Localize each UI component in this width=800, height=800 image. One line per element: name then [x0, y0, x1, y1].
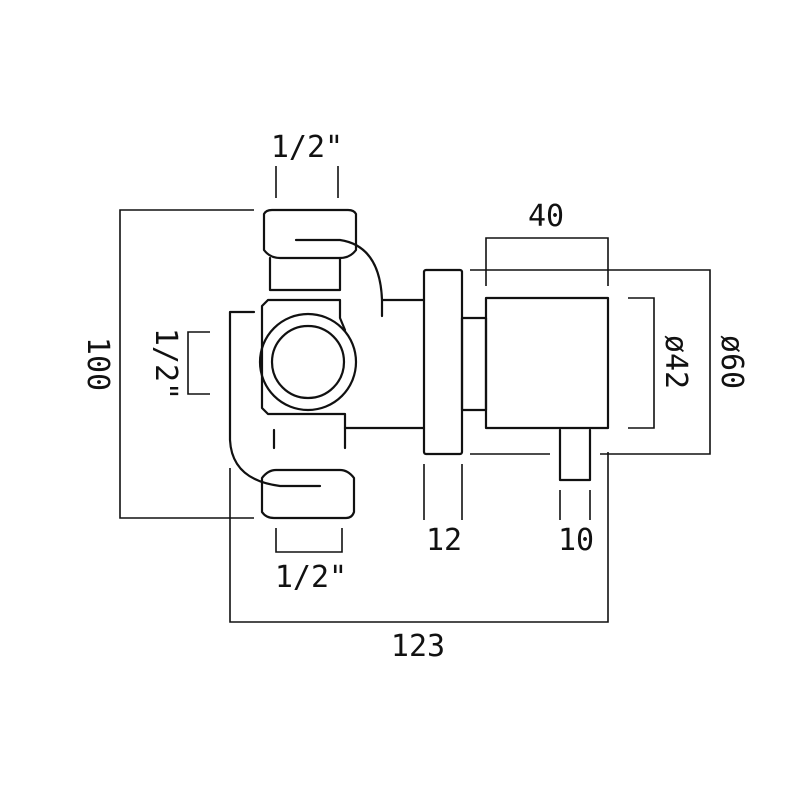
dim-bottom-inlet: [275, 528, 343, 553]
handle-assembly: [422, 268, 610, 482]
bottom-fitting: [260, 468, 356, 520]
label-backplate-depth: 12: [426, 523, 462, 558]
dim-backplate-diameter: [470, 269, 711, 455]
bottom-elbow-pipe: [228, 310, 322, 488]
backplate: [422, 268, 464, 456]
lever: [558, 428, 592, 482]
dimension-lines: [119, 166, 711, 623]
side-outlet-inner-ring: [270, 324, 346, 400]
label-handle-diameter: ø42: [658, 335, 693, 389]
side-outlet-outer-ring: [258, 312, 358, 412]
dim-overall-depth: [229, 452, 609, 623]
handle-spindle: [460, 316, 488, 412]
body-to-plate-connector: [343, 298, 426, 430]
bottom-fitting-neck: [272, 426, 347, 450]
label-overall-height: 100: [80, 337, 115, 391]
label-side-outlet: 1/2": [148, 328, 183, 400]
valve-body: [228, 208, 426, 520]
handle-body: [484, 296, 610, 430]
dim-side-outlet: [187, 331, 210, 395]
dimension-labels: 1/2" 1/2" 123 12 10 40 100 1/2" ø42 ø60: [80, 130, 749, 664]
dim-lever-width: [559, 490, 591, 520]
dim-handle-diameter: [628, 297, 655, 429]
dim-top-inlet: [275, 166, 339, 198]
label-overall-depth: 123: [391, 629, 445, 664]
label-bottom-inlet: 1/2": [275, 560, 347, 595]
top-elbow-pipe: [294, 238, 384, 318]
top-fitting: [262, 208, 358, 260]
label-top-inlet: 1/2": [271, 130, 343, 165]
label-backplate-diameter: ø60: [714, 335, 749, 389]
dim-backplate-depth: [423, 464, 463, 520]
dim-overall-height: [119, 209, 254, 519]
label-handle-depth: 40: [528, 199, 564, 234]
dim-handle-depth: [485, 237, 609, 286]
top-fitting-neck: [268, 256, 342, 292]
central-body: [260, 298, 347, 430]
label-lever-width: 10: [558, 523, 594, 558]
